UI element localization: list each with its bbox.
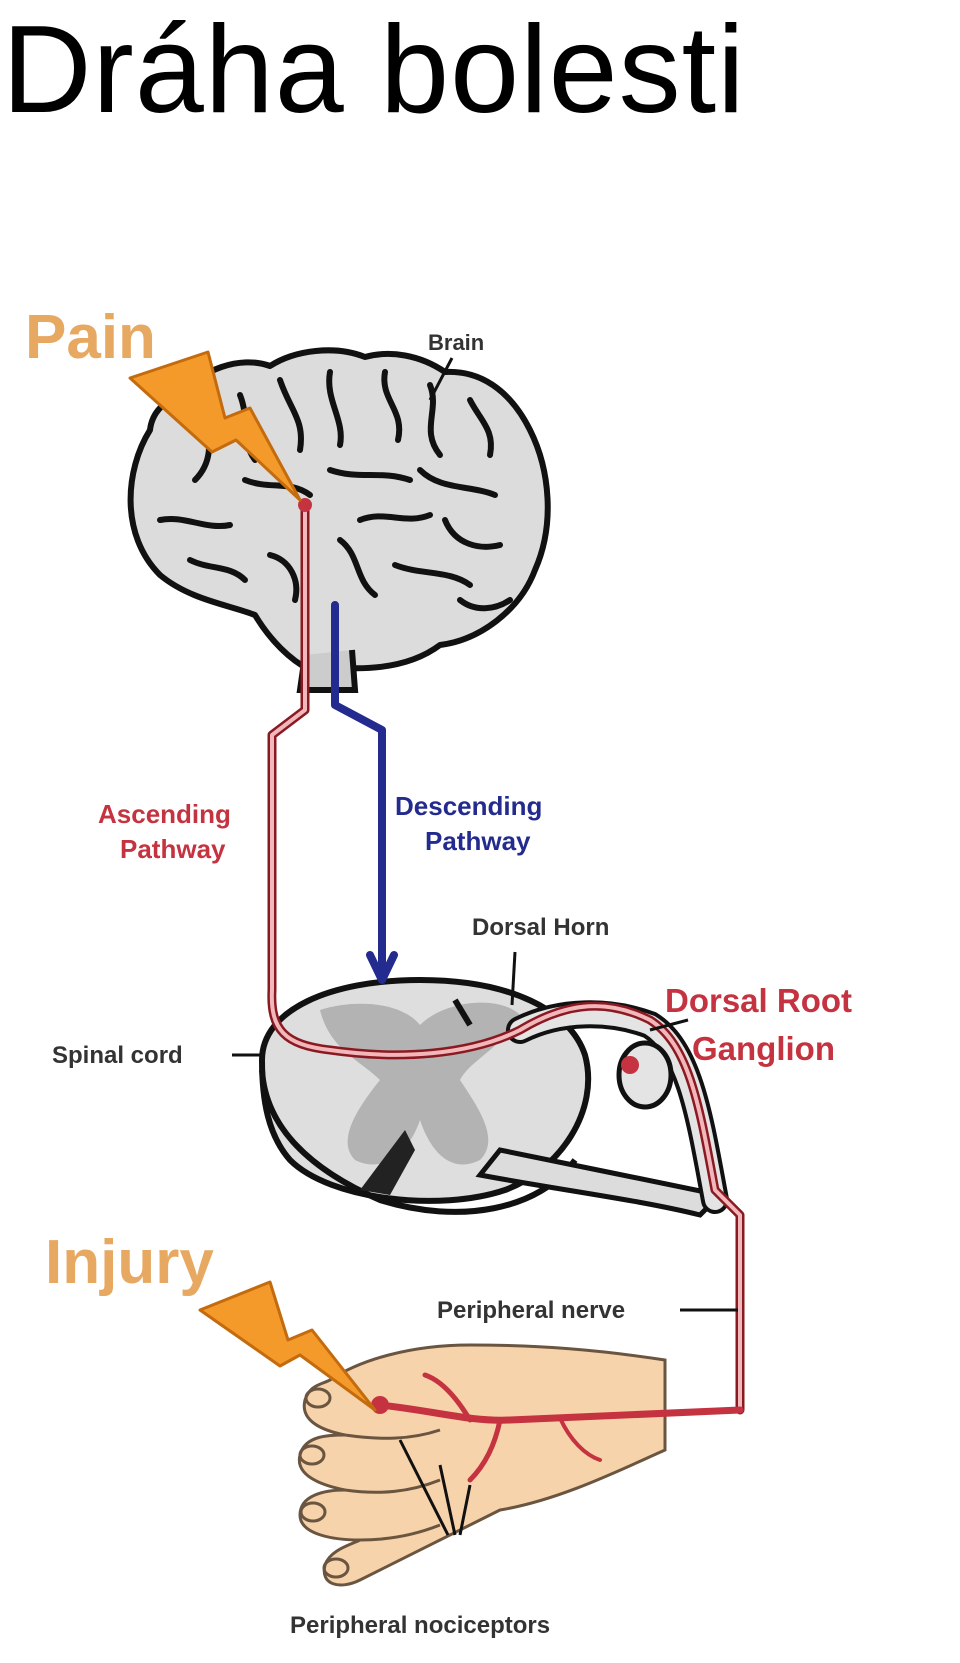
dorsal-root-label-line2: Ganglion [692,1030,835,1067]
spinal-cord-label: Spinal cord [52,1042,183,1069]
dorsal-root-label-line1: Dorsal Root [665,982,852,1019]
ascending-label-line1: Ascending [98,799,231,829]
slide-title: Dráha bolesti [2,1,746,139]
pain-label: Pain [25,303,156,372]
ascending-label-line2: Pathway [120,834,226,864]
pain-bolt-icon [128,350,302,502]
leader-lines [232,357,738,1536]
injury-label: Injury [45,1228,214,1297]
dorsal-horn-label: Dorsal Horn [472,914,609,941]
descending-pathway-line [331,601,398,984]
brain-label: Brain [428,330,484,355]
descending-label-line1: Descending [395,791,542,821]
peripheral-nociceptors-label: Peripheral nociceptors [290,1612,550,1639]
peripheral-nerve-label: Peripheral nerve [437,1297,625,1324]
descending-label-line2: Pathway [425,826,531,856]
injury-bolt-icon [198,1280,377,1412]
